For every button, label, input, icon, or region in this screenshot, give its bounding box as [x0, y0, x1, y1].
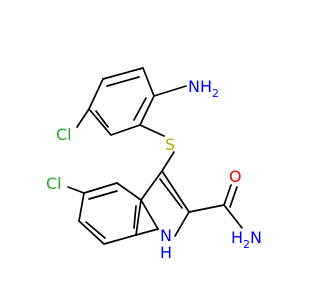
- atom-indole-n: N: [160, 226, 172, 245]
- bond: [76, 108, 90, 128]
- bond-double: [95, 110, 109, 128]
- bond: [135, 228, 159, 236]
- bond-double: [133, 205, 137, 229]
- bond: [139, 124, 165, 137]
- bond: [223, 184, 232, 206]
- bond: [102, 67, 144, 80]
- bond-double: [85, 221, 106, 239]
- bond: [174, 211, 190, 237]
- bond: [116, 182, 142, 201]
- atom-cl-ring: Cl: [56, 125, 72, 144]
- atom-indole-h: H: [160, 243, 172, 262]
- bond: [110, 124, 141, 136]
- atom-cl-indole: Cl: [46, 174, 62, 193]
- bond: [142, 67, 155, 97]
- bond: [229, 186, 238, 208]
- bond: [188, 204, 225, 213]
- bond: [223, 204, 243, 229]
- bond: [140, 199, 159, 230]
- bond: [161, 170, 190, 213]
- structure-diagram: NH2 Cl S Cl O H2N N H: [46, 67, 262, 262]
- bond: [161, 151, 175, 172]
- atom-oxygen: O: [229, 167, 242, 186]
- bond-double: [159, 178, 183, 209]
- atom-amide-n: H2N: [231, 228, 262, 251]
- atom-n-amine: NH2: [188, 77, 219, 100]
- atom-sulfur: S: [165, 135, 175, 154]
- bond: [88, 78, 104, 110]
- atom-labels: NH2 Cl S Cl O H2N N H: [46, 77, 262, 262]
- bond: [103, 234, 137, 245]
- molecule-canvas: NH2 Cl S Cl O H2N N H: [46, 67, 262, 262]
- bond: [83, 182, 118, 194]
- bond: [67, 186, 85, 194]
- bond: [78, 220, 105, 245]
- bond: [139, 95, 155, 126]
- bond: [78, 192, 85, 222]
- bond-double: [88, 190, 118, 200]
- bonds: [67, 67, 243, 245]
- bond: [153, 85, 187, 97]
- bond: [140, 170, 163, 201]
- bond: [88, 108, 112, 136]
- bond-double: [133, 97, 147, 121]
- bond-double: [106, 76, 140, 87]
- bond: [135, 199, 142, 236]
